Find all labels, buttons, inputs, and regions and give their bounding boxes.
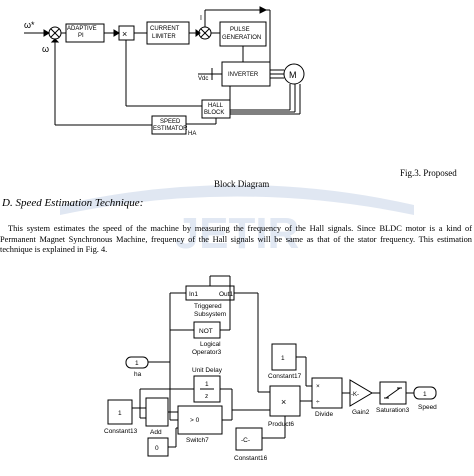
- add-label: Add: [150, 429, 162, 436]
- saturation-label: Saturation3: [376, 407, 410, 414]
- product-label: Product6: [268, 421, 294, 428]
- not-block-text: NOT: [199, 328, 213, 335]
- constant13-label: Constant13: [104, 428, 138, 435]
- divide-sym2: ÷: [316, 399, 320, 406]
- omega-label: ω: [42, 44, 49, 54]
- constant17-label: Constant17: [268, 373, 302, 380]
- inport-ha-label: ha: [134, 371, 142, 378]
- constant16-block: [235, 427, 263, 451]
- ha-label: HA: [188, 131, 196, 137]
- vdc-label: Vdc: [198, 76, 208, 82]
- figure3-caption-right: Fig.3. Proposed: [400, 168, 457, 178]
- add-block: [145, 397, 169, 427]
- inverter-label: INVERTER: [228, 72, 259, 78]
- product-symbol: ×: [281, 397, 286, 407]
- divide-label: Divide: [315, 411, 333, 418]
- constant13-block: [107, 399, 133, 425]
- gain-value: -K-: [351, 392, 359, 398]
- inport-ha-num: 1: [135, 360, 139, 367]
- section-heading: D. Speed Estimation Technique:: [2, 197, 144, 209]
- divide-sym1: ×: [316, 383, 320, 390]
- switch-label: Switch7: [186, 437, 209, 444]
- unit-delay-label: Unit Delay: [192, 367, 223, 374]
- outport-speed-label: Speed: [418, 404, 437, 411]
- switch-cond: > 0: [190, 417, 200, 424]
- constant16-value: -C-: [241, 437, 250, 444]
- gain-label: Gain2: [352, 409, 370, 416]
- zero-value: 0: [155, 445, 159, 452]
- switch-block: [177, 405, 223, 435]
- unit-delay-den: z: [205, 393, 208, 400]
- watermark-text: JETIR: [175, 209, 300, 258]
- subsystem-in-label: In1: [189, 291, 198, 298]
- current-i-label: I: [200, 15, 202, 22]
- watermark-arc: [60, 185, 414, 215]
- unit-delay-num: 1: [205, 381, 209, 388]
- subsystem-out-label: Out1: [219, 291, 233, 298]
- constant13-value: 1: [118, 410, 122, 417]
- omega-ref-label: ω*: [24, 20, 35, 30]
- figure3-caption-center: Block Diagram: [214, 179, 270, 189]
- section-paragraph: This system estimates the speed of the m…: [0, 224, 472, 255]
- constant16-label: Constant16: [234, 455, 268, 462]
- multiply-symbol: ×: [122, 29, 127, 39]
- outport-speed-num: 1: [423, 391, 427, 398]
- constant17-value: 1: [281, 355, 285, 362]
- motor-label: M: [289, 70, 297, 80]
